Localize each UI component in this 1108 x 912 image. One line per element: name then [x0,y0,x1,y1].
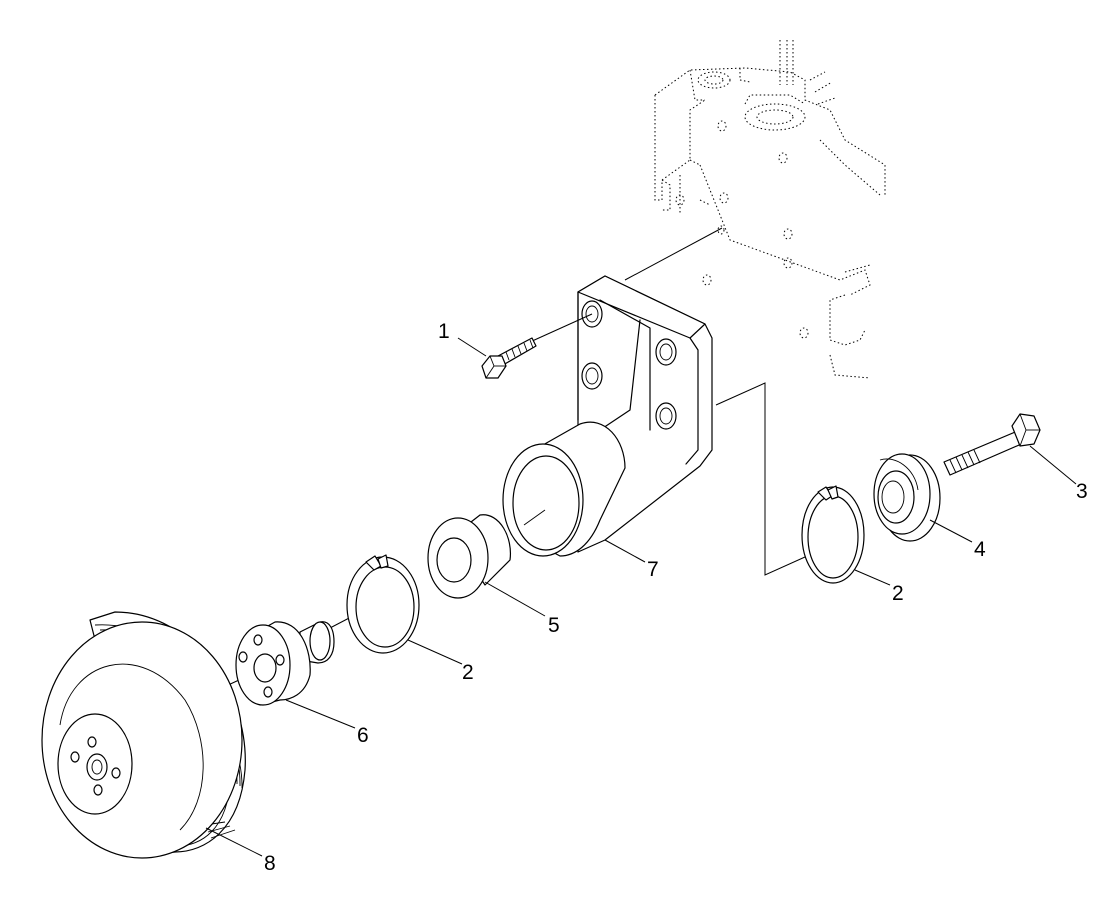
callout-7: 7 [647,558,659,581]
idler-pulley-part-4 [873,453,941,542]
callout-8: 8 [264,852,276,875]
callout-6: 6 [357,724,369,747]
callout-1: 1 [438,320,450,343]
callout-4: 4 [974,538,986,561]
crank-pulley-part-8 [41,611,246,859]
hub-shaft-part-6 [235,621,335,706]
engine-block-outline [654,40,886,379]
callout-3: 3 [1076,480,1088,503]
bolt-part-1 [481,337,537,379]
callout-5: 5 [548,614,560,637]
bolt-part-3 [943,413,1041,476]
snap-ring-part-2-left [346,554,420,654]
leader-lines [205,337,1077,857]
bracket-part-7 [502,275,713,557]
snap-ring-part-2-right [801,485,865,584]
callout-2-left: 2 [462,661,474,684]
callout-2-right: 2 [892,582,904,605]
collar-part-5 [427,514,512,599]
callout-numbers: 1 2 2 3 4 5 6 7 8 [264,320,1088,875]
